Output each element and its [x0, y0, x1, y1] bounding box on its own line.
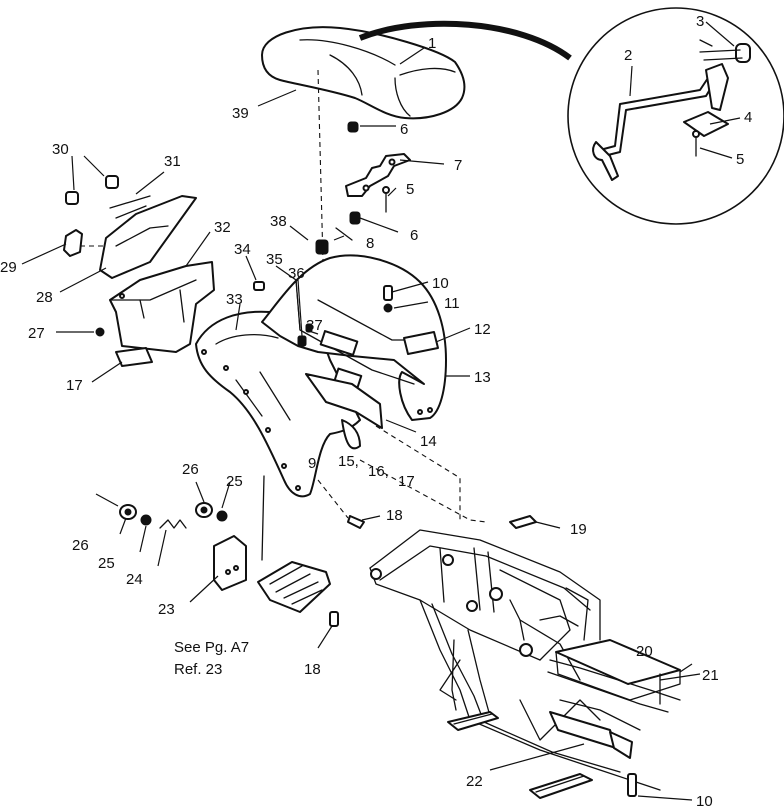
rear-deck-13 — [261, 254, 447, 421]
screw-18-lower — [329, 611, 339, 627]
washer-26-left — [119, 504, 137, 520]
grommet-6-upper — [347, 121, 359, 133]
callout-12: 12 — [474, 321, 491, 338]
decal-19 — [509, 515, 537, 529]
callout-7: 7 — [454, 157, 462, 174]
callout-6-lower: 6 — [410, 227, 418, 244]
callout-15: 15, — [338, 453, 359, 470]
callout-31: 31 — [164, 153, 181, 170]
latch-29 — [63, 229, 83, 257]
callout-39: 39 — [232, 105, 249, 122]
callout-25-left: 25 — [98, 555, 115, 572]
callout-35: 35 — [266, 251, 283, 268]
callout-18-lower: 18 — [304, 661, 321, 678]
callout-5-inset: 5 — [736, 151, 744, 168]
seat-part — [261, 26, 466, 120]
callout-37: 37 — [306, 317, 323, 334]
callout-33: 33 — [226, 291, 243, 308]
callout-labels: 1 2 3 4 5 5 6 6 7 8 9 10 10 11 12 13 14 … — [0, 13, 752, 809]
storage-box-32 — [109, 261, 215, 353]
washer-26-right — [195, 502, 213, 518]
callout-26-left: 26 — [72, 537, 89, 554]
callout-4: 4 — [744, 109, 752, 126]
decal-17-left — [115, 347, 153, 367]
reference-note-line-1: See Pg. A7 — [174, 639, 249, 656]
callout-16: 16, — [368, 463, 389, 480]
main-frame — [369, 529, 681, 799]
nut-11 — [383, 303, 393, 313]
leader-lines — [21, 21, 741, 801]
seat-latch-inset — [567, 7, 784, 225]
spring-24 — [159, 519, 187, 529]
cap-30 — [65, 175, 119, 205]
callout-5-main: 5 — [406, 181, 414, 198]
callout-22: 22 — [466, 773, 483, 790]
callout-10-lower: 10 — [696, 793, 713, 809]
callout-3: 3 — [696, 13, 704, 30]
bumper-38 — [315, 239, 329, 255]
callout-1: 1 — [428, 35, 436, 52]
callout-18-upper: 18 — [386, 507, 403, 524]
license-bracket-23 — [213, 535, 247, 591]
plug-34 — [253, 281, 265, 291]
callout-13: 13 — [474, 369, 491, 386]
callout-8: 8 — [366, 235, 374, 252]
screw-5-mid — [382, 186, 390, 213]
reference-note: See Pg. A7 Ref. 23 — [174, 639, 249, 678]
callout-9: 9 — [308, 455, 316, 472]
callout-30: 30 — [52, 141, 69, 158]
callout-6-upper: 6 — [400, 121, 408, 138]
bolt-10-upper — [383, 285, 393, 301]
callout-17-left: 17 — [66, 377, 83, 394]
callout-10-upper: 10 — [432, 275, 449, 292]
callout-24: 24 — [126, 571, 143, 588]
callout-36: 36 — [288, 265, 305, 282]
callout-29: 29 — [0, 259, 17, 276]
callout-27: 27 — [28, 325, 45, 342]
pin-8 — [335, 227, 353, 241]
callout-19: 19 — [570, 521, 587, 538]
callout-26-right: 26 — [182, 461, 199, 478]
callout-32: 32 — [214, 219, 231, 236]
callout-21: 21 — [702, 667, 719, 684]
callout-23: 23 — [158, 601, 175, 618]
callout-25-right: 25 — [226, 473, 243, 490]
grommet-6-lower — [349, 211, 361, 225]
taillight-plate — [257, 561, 331, 613]
callout-11: 11 — [444, 295, 460, 312]
decal-12 — [403, 331, 439, 355]
washer-25-right — [216, 510, 228, 522]
reference-note-line-2: Ref. 23 — [174, 661, 222, 678]
callout-20: 20 — [636, 643, 653, 660]
callout-17-right: 17 — [398, 473, 415, 490]
callout-2: 2 — [624, 47, 632, 64]
callout-14: 14 — [420, 433, 437, 450]
inset-leader-curve — [358, 20, 572, 61]
callout-34: 34 — [234, 241, 251, 258]
storage-lid-31 — [99, 195, 197, 279]
seat-bracket-7 — [345, 153, 411, 197]
screw-18-fender — [347, 515, 365, 529]
inner-fender-14 — [305, 373, 383, 450]
nut-27 — [95, 327, 105, 337]
callout-28: 28 — [36, 289, 53, 306]
bolt-10-lower — [627, 773, 637, 797]
washer-25-left — [140, 514, 152, 526]
callout-38: 38 — [270, 213, 287, 230]
